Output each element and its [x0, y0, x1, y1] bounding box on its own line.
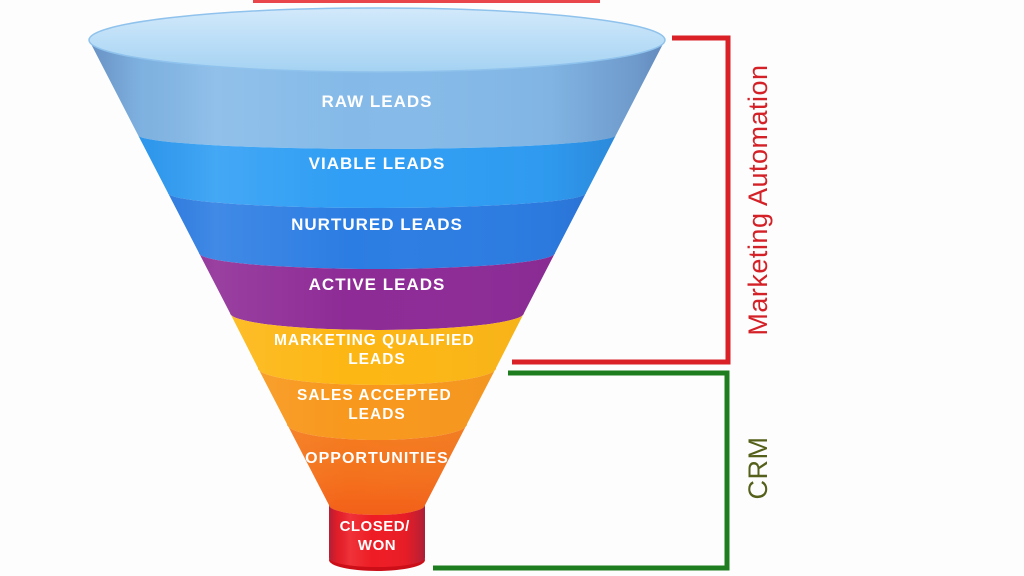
funnel-stage-label-active-leads: ACTIVE LEADS — [309, 275, 446, 294]
funnel-mouth-ellipse — [88, 7, 666, 73]
bracket-marketing-automation — [512, 35, 731, 365]
funnel-stage-label-closed-won: CLOSED/ WON — [340, 518, 415, 554]
label-line: CLOSED/ — [340, 518, 411, 535]
top-border-line — [253, 0, 600, 3]
bracket-crm — [433, 370, 730, 571]
label-line: SALES ACCEPTED — [297, 387, 452, 404]
funnel-stage-label-nurtured-leads: NURTURED LEADS — [291, 215, 463, 234]
label-line: LEADS — [348, 351, 406, 368]
label-line: WON — [358, 537, 396, 554]
funnel-edge-shading — [89, 40, 665, 505]
label-crm: CRM — [743, 437, 773, 500]
spout-edge-shading — [329, 505, 425, 567]
label-line: MARKETING QUALIFIED — [274, 332, 475, 349]
funnel-stage-label-sales-accepted-leads: SALES ACCEPTED LEADS — [297, 387, 457, 423]
funnel-stage-label-opportunities: OPPORTUNITIES — [305, 450, 449, 467]
label-marketing-automation: Marketing Automation — [743, 64, 773, 335]
label-line: LEADS — [348, 406, 406, 423]
funnel-stage-label-marketing-qualified-leads: MARKETING QUALIFIED LEADS — [274, 332, 480, 368]
funnel-stage-label-viable-leads: VIABLE LEADS — [309, 154, 446, 173]
funnel-stage-label-raw-leads: RAW LEADS — [322, 92, 433, 111]
